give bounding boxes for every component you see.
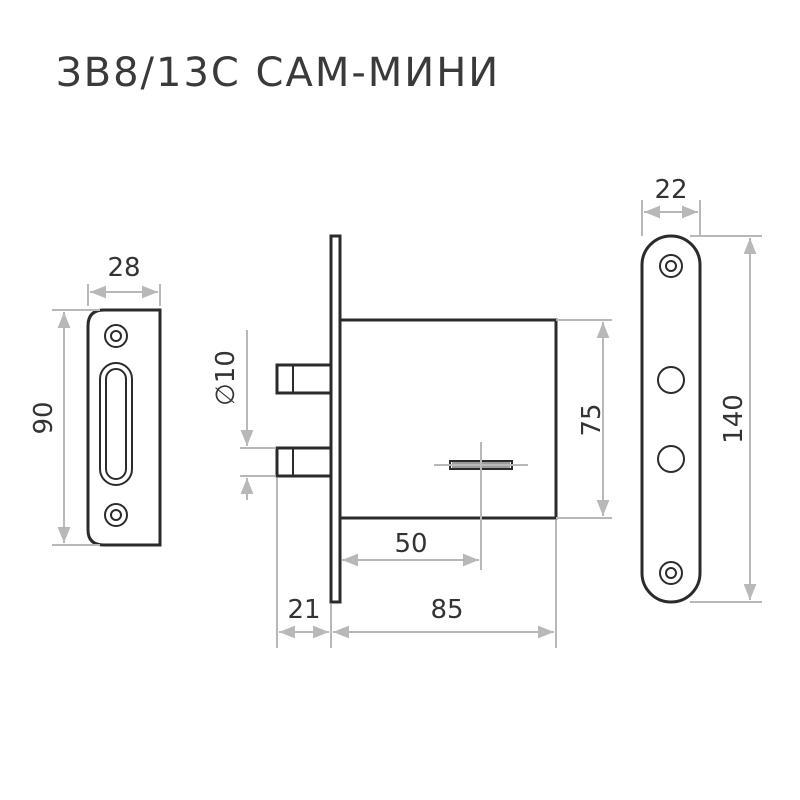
dim-label-140: 140 (719, 394, 749, 444)
lock-case (338, 318, 558, 520)
bolt-lower (275, 446, 333, 478)
dim-bolt-projection: 21 (276, 478, 332, 648)
faceplate-bolt-hole-lower (657, 445, 685, 473)
dim-label-85: 85 (430, 595, 463, 625)
keyhole-icon (434, 442, 528, 570)
dim-strike-width: 28 (87, 253, 161, 306)
dim-label-21: 21 (287, 595, 320, 625)
dim-label-75: 75 (577, 403, 607, 436)
dim-body-depth: 85 (333, 520, 557, 648)
screw-hole-top (104, 324, 128, 348)
dim-label-d10: ∅10 (211, 350, 241, 406)
dim-bolt-diameter: ∅10 (211, 330, 276, 500)
lock-body (275, 234, 558, 604)
faceplate-bolt-hole-upper (657, 366, 685, 394)
dim-label-90: 90 (29, 401, 59, 434)
bolt-upper (275, 363, 333, 395)
page-title: ЗВ8/13С САМ-МИНИ (56, 50, 500, 96)
dim-body-height: 75 (556, 319, 612, 519)
dim-label-22: 22 (654, 175, 687, 205)
dim-faceplate-height: 140 (690, 235, 762, 603)
strike-slot (99, 362, 133, 486)
dim-key-offset: 50 (342, 529, 479, 567)
screw-hole-bottom (104, 503, 128, 527)
strike-plate (86, 308, 162, 547)
dim-faceplate-width: 22 (641, 175, 701, 236)
faceplate-screw-top (659, 254, 683, 278)
faceplate-outline (640, 234, 702, 604)
dim-label-50: 50 (394, 529, 427, 559)
faceplate-front (640, 234, 702, 604)
dim-label-28: 28 (107, 253, 140, 283)
faceplate-screw-bottom (659, 561, 683, 585)
dim-strike-height: 90 (29, 309, 100, 546)
